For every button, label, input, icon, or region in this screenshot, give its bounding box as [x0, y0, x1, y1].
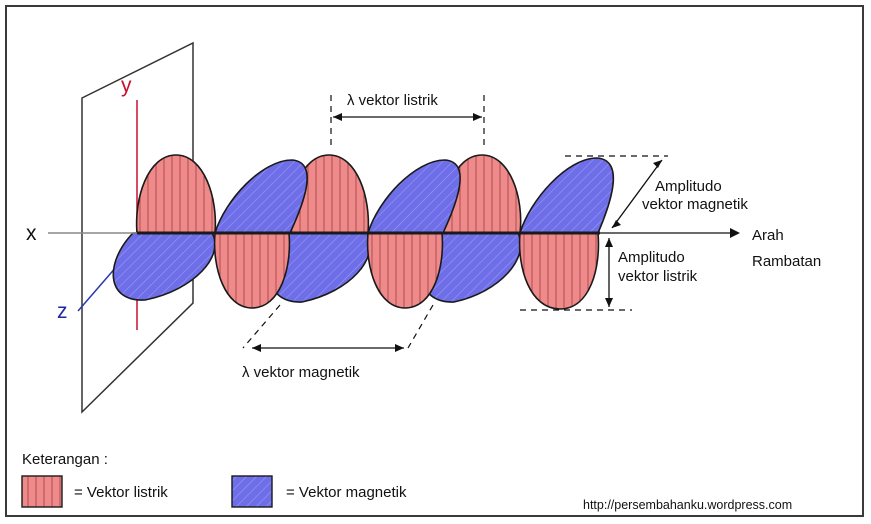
arrowhead: [612, 220, 621, 228]
direction-label-1: Arah: [752, 227, 784, 244]
electric-lobe: [366, 232, 444, 309]
arrowhead: [252, 344, 261, 352]
magnetic-lobe: [112, 232, 216, 301]
lambda-listrik-label: λ vektor listrik: [347, 92, 438, 109]
magnetic-lobes-lower: [112, 232, 522, 303]
y-axis-label: y: [121, 74, 132, 97]
amp-magnetik-label-2: vektor magnetik: [642, 196, 748, 213]
arrowhead: [333, 113, 342, 121]
diagram-frame: [5, 5, 864, 517]
electric-lobes-lower: [213, 232, 600, 310]
arrowhead: [605, 238, 613, 247]
magnetic-lobe: [213, 159, 308, 234]
legend-swatch-electric: [21, 475, 63, 508]
arrowhead: [653, 160, 662, 168]
lambda-magnetik-label: λ vektor magnetik: [242, 364, 360, 381]
electric-lobes-upper: [135, 154, 522, 234]
legend-electric-label: = Vektor listrik: [74, 484, 168, 501]
magnetic-lobe: [518, 157, 615, 234]
magnetic-lobes-upper: [213, 157, 615, 234]
electric-lobe: [135, 154, 217, 234]
direction-label-2: Rambatan: [752, 253, 821, 270]
legend-magnetic-label: = Vektor magnetik: [286, 484, 407, 501]
arrowhead: [395, 344, 404, 352]
electric-lobe: [518, 232, 600, 310]
legend-title: Keterangan :: [22, 451, 108, 468]
magnetic-lobe: [366, 159, 461, 234]
electric-lobe: [213, 232, 291, 309]
amp-listrik-label-1: Amplitudo: [618, 249, 685, 266]
amp-magnetik-arrow: [611, 159, 663, 229]
z-axis-label: z: [57, 300, 68, 323]
lambda-magnetik-guide: [407, 304, 434, 349]
arrowhead: [473, 113, 482, 121]
watermark: http://persembahanku.wordpress.com: [583, 498, 792, 512]
amp-magnetik-label-1: Amplitudo: [655, 178, 722, 195]
x-axis-label: x: [26, 222, 37, 245]
arrowhead: [605, 298, 613, 307]
legend-swatch-magnetic: [231, 475, 273, 508]
amp-listrik-label-2: vektor listrik: [618, 268, 698, 285]
lambda-magnetik-guide: [242, 304, 281, 349]
